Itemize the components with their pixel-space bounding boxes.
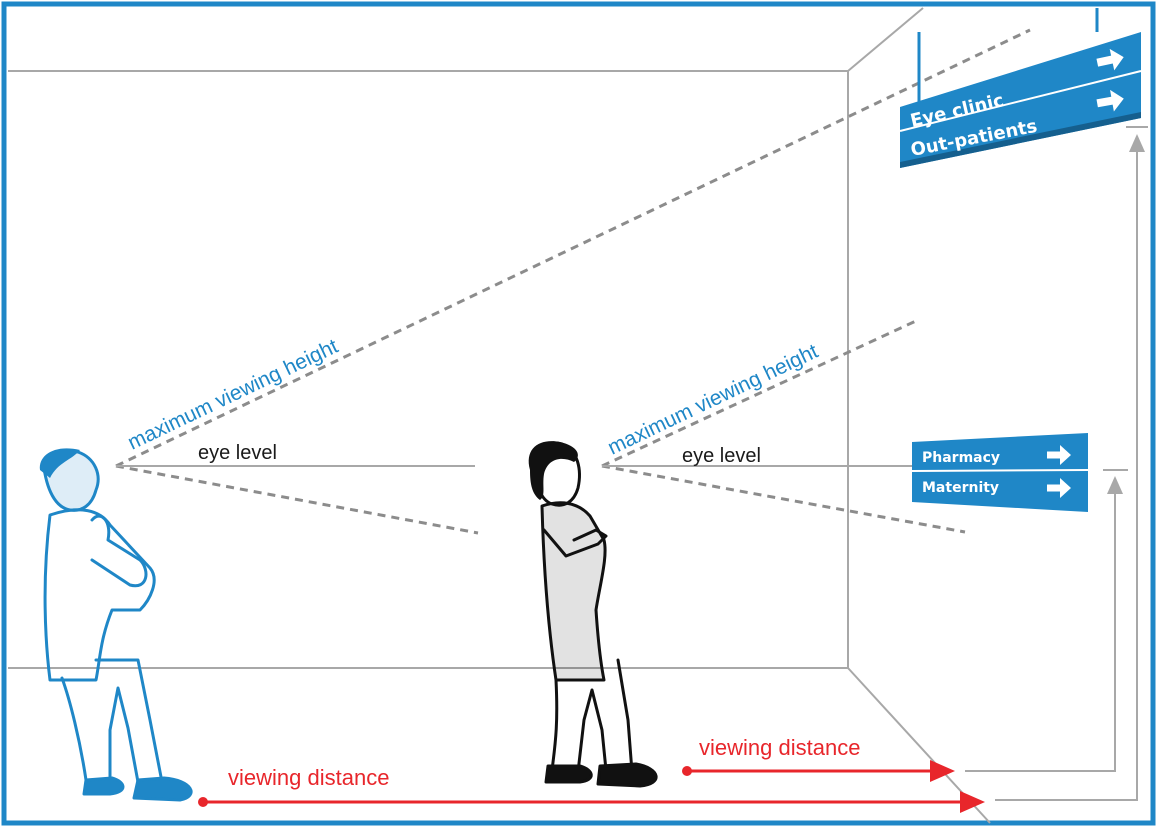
height-indicators [965, 126, 1148, 801]
room-walls [8, 7, 991, 824]
person-blue-shoe-left [82, 776, 125, 796]
max-height-label-near: maximum viewing height [604, 340, 822, 460]
person-blue-hair [39, 448, 80, 478]
person-blue-arm [90, 514, 148, 588]
sign-high-divider [899, 70, 1142, 132]
distance-long-arrowhead-icon [960, 791, 985, 813]
person-black-hair [528, 441, 578, 500]
person-blue-torso [43, 508, 156, 682]
sign-low: Pharmacy Maternity [911, 433, 1089, 512]
distance-label-long: viewing distance [228, 765, 389, 790]
person-blue [39, 448, 193, 802]
sign-low-line1: Pharmacy [922, 450, 1000, 466]
person-black-arm [542, 528, 608, 558]
lower-sight-line-far [115, 464, 479, 535]
arrow-right-icon [1047, 445, 1071, 465]
eye-level-label-near: eye level [682, 445, 761, 467]
distance-arrows [198, 760, 985, 813]
sight-lines [115, 28, 1031, 535]
max-height-line-near [601, 318, 919, 468]
sign-low-divider [911, 469, 1089, 472]
height-line-low [965, 486, 1116, 772]
up-arrow-low-icon [1107, 476, 1123, 494]
person-black-legs [550, 658, 634, 774]
max-height-label-far: maximum viewing height [124, 335, 342, 455]
arrow-right-icon [1096, 48, 1124, 71]
height-line-high [995, 140, 1138, 801]
person-blue-shoe-right [132, 776, 193, 802]
sign-high-edge [900, 112, 1141, 168]
distance-label-short: viewing distance [699, 735, 860, 760]
max-height-line-far [115, 28, 1031, 468]
person-black [528, 441, 658, 788]
distance-short-arrowhead-icon [930, 760, 955, 782]
person-blue-legs [60, 658, 164, 784]
person-black-shoe-right [596, 762, 658, 788]
up-arrow-high-icon [1129, 134, 1145, 152]
eye-level-label-far: eye level [198, 442, 277, 464]
sign-low-line2: Maternity [922, 480, 999, 496]
ceiling-corner-line [847, 7, 924, 72]
sign-low-panel [912, 433, 1088, 512]
arrow-right-icon [1096, 89, 1124, 112]
person-black-shoe-left [544, 764, 593, 784]
lower-sight-line-near [601, 464, 966, 534]
arrow-right-icon [1047, 478, 1071, 498]
sign-high: Eye clinic Out-patients [899, 8, 1142, 168]
